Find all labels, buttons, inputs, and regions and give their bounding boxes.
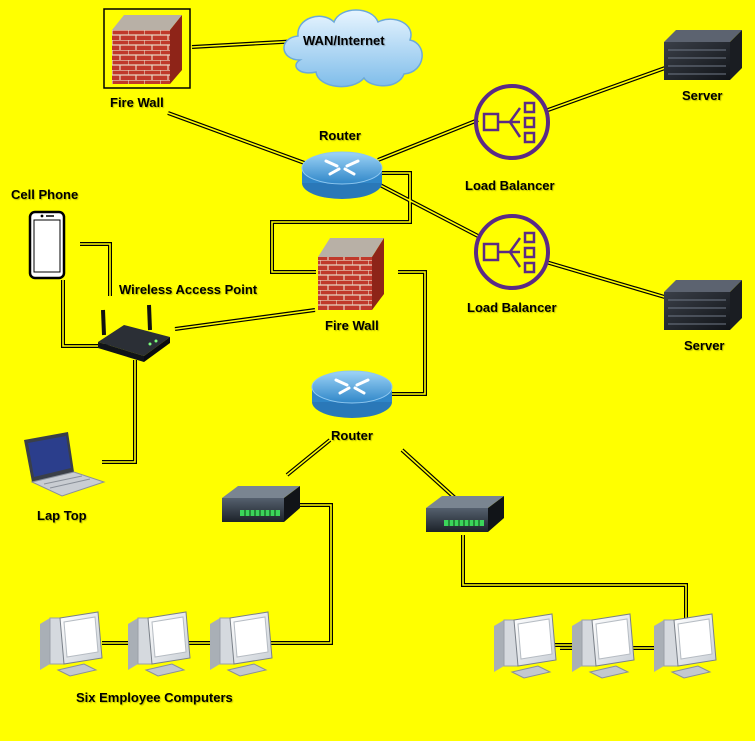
selection-box xyxy=(103,8,191,89)
router-arrows xyxy=(324,159,360,176)
router-bottom-label: Router xyxy=(331,428,373,443)
server-icon-1[interactable] xyxy=(664,30,742,80)
wan-label: WAN/Internet xyxy=(303,33,385,48)
wap-label: Wireless Access Point xyxy=(119,282,258,297)
firewall-icon xyxy=(112,15,182,84)
router-icon-top[interactable] xyxy=(301,151,383,199)
server-1-label: Server xyxy=(682,88,723,103)
firewall-top[interactable] xyxy=(103,8,191,89)
desktop-computer-icon-4[interactable] xyxy=(494,613,557,679)
desktop-computer-icon-2[interactable] xyxy=(128,611,191,677)
load-balancer-2-label: Load Balancer xyxy=(467,300,557,315)
router-arrows xyxy=(334,378,370,395)
desktop-computer-icon-5[interactable] xyxy=(572,613,635,679)
firewall-mid-label: Fire Wall xyxy=(325,318,379,333)
router-top-label: Router xyxy=(319,128,361,143)
load-balancer-icon-2[interactable] xyxy=(474,214,550,290)
cloud-icon xyxy=(283,9,423,88)
network-switch-icon-right[interactable] xyxy=(426,496,504,532)
desktop-computer-icon-6[interactable] xyxy=(654,613,717,679)
desktop-computer-icon-3[interactable] xyxy=(210,611,273,677)
desktop-computer-icon-1[interactable] xyxy=(40,611,103,677)
load-balancer-1-label: Load Balancer xyxy=(465,178,555,193)
firewall-top-label: Fire Wall xyxy=(110,95,164,110)
laptop-label: Lap Top xyxy=(37,508,87,523)
network-switch-icon-left[interactable] xyxy=(222,486,300,522)
wireless-access-point-icon[interactable] xyxy=(98,304,170,362)
cell-phone-icon[interactable] xyxy=(28,210,66,280)
router-icon-bottom[interactable] xyxy=(311,370,393,418)
laptop-icon[interactable] xyxy=(24,432,106,497)
employees-label: Six Employee Computers xyxy=(76,690,233,705)
server-icon-2[interactable] xyxy=(664,280,742,330)
load-balancer-icon-1[interactable] xyxy=(474,84,550,160)
cell-phone-label: Cell Phone xyxy=(11,187,79,202)
connection-lines xyxy=(61,39,688,650)
server-2-label: Server xyxy=(684,338,725,353)
firewall-icon-mid[interactable] xyxy=(318,238,384,310)
